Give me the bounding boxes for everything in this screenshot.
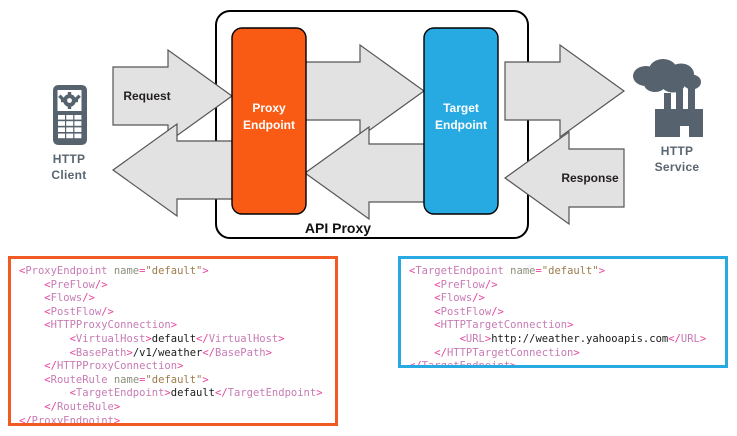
code-line: </TargetEndpoint> xyxy=(409,360,517,368)
code-line: <PostFlow/> xyxy=(44,305,114,318)
code-line: </RouteRule> xyxy=(44,400,121,413)
code-line: <VirtualHost>default</VirtualHost> xyxy=(69,332,285,345)
http-client-label-line1: HTTP xyxy=(53,152,86,166)
code-line: <ProxyEndpoint name="default"> xyxy=(19,265,209,277)
target-to-service-arrow xyxy=(504,43,626,139)
target-endpoint-label-line2: Endpoint xyxy=(435,118,487,132)
proxy-endpoint-label-line1: Proxy xyxy=(252,101,286,115)
proxy-endpoint-label-line2: Endpoint xyxy=(243,118,295,132)
target-to-proxy-arrow xyxy=(303,125,425,221)
target-endpoint-label-line1: Target xyxy=(443,101,479,115)
request-arrow: Request xyxy=(112,48,234,144)
http-service-label-line2: Service xyxy=(655,160,700,174)
code-line: </HTTPTargetConnection> xyxy=(434,346,580,359)
code-line: <TargetEndpoint name="default"> xyxy=(409,265,606,277)
code-line: <PostFlow/> xyxy=(434,305,504,318)
mobile-phone-icon xyxy=(53,85,87,145)
code-line: <Flows/> xyxy=(434,292,485,305)
code-line: <TargetEndpoint>default</TargetEndpoint> xyxy=(69,387,323,400)
code-line: <PreFlow/> xyxy=(44,278,108,291)
http-client-label-line2: Client xyxy=(51,168,86,182)
code-line: <Flows/> xyxy=(44,292,95,305)
code-line: </ProxyEndpoint> xyxy=(19,414,121,426)
api-proxy-architecture-diagram: Request Response Proxy Endpoint xyxy=(51,10,703,239)
proxy-to-target-arrow xyxy=(304,43,426,139)
api-proxy-container-label: API Proxy xyxy=(305,220,371,236)
response-arrow-label: Response xyxy=(561,171,619,185)
proxy-to-client-arrow xyxy=(111,122,233,218)
code-line: </HTTPProxyConnection> xyxy=(44,360,184,373)
code-line: <HTTPProxyConnection> xyxy=(44,319,178,332)
code-line: <BasePath>/v1/weather</BasePath> xyxy=(69,346,272,359)
http-client-actor: HTTP Client xyxy=(51,85,87,182)
code-line: <URL>http://weather.yahooapis.com</URL> xyxy=(459,332,707,345)
code-line: <PreFlow/> xyxy=(434,278,498,291)
proxy-endpoint-node: Proxy Endpoint xyxy=(231,27,307,215)
proxy-endpoint-xml-panel: <ProxyEndpoint name="default"> <PreFlow/… xyxy=(8,256,338,426)
target-endpoint-xml-panel: <TargetEndpoint name="default"> <PreFlow… xyxy=(398,256,728,368)
request-arrow-label: Request xyxy=(123,89,170,103)
factory-cloud-icon xyxy=(633,59,703,137)
http-service-actor: HTTP Service xyxy=(633,59,703,174)
response-arrow: Response xyxy=(503,130,625,226)
code-line: <HTTPTargetConnection> xyxy=(434,319,574,332)
code-line: <RouteRule name="default"> xyxy=(44,373,209,386)
target-endpoint-node: Target Endpoint xyxy=(423,27,499,215)
http-service-label-line1: HTTP xyxy=(661,144,694,158)
